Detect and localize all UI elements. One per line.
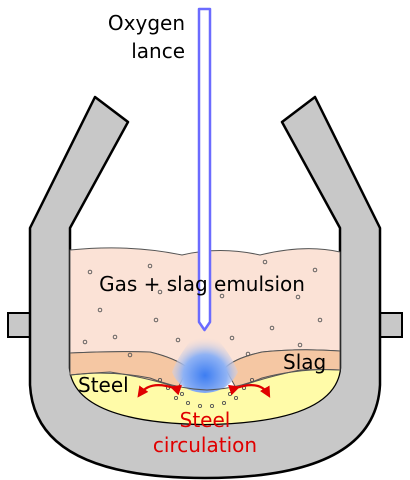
emulsion-bubbles — [82, 259, 323, 358]
circulation-label-line1: Steel — [180, 408, 231, 432]
oxygen-lance — [197, 7, 212, 332]
steel-label: Steel — [78, 373, 129, 397]
steel-bath — [70, 368, 340, 424]
slag-label: Slag — [283, 350, 326, 374]
left-trunnion — [7, 312, 31, 338]
oxygen-jet — [172, 330, 238, 393]
right-trunnion — [379, 312, 403, 338]
lance-label-line2: lance — [131, 39, 185, 63]
circulation-arrow-right — [228, 383, 271, 398]
lance-label-line1: Oxygen — [108, 11, 185, 35]
circulation-arrow-left — [137, 383, 182, 398]
circulation-label-line2: circulation — [153, 433, 257, 457]
slag-steel-interface — [69, 369, 341, 391]
emulsion-label: Gas + slag emulsion — [99, 272, 305, 296]
